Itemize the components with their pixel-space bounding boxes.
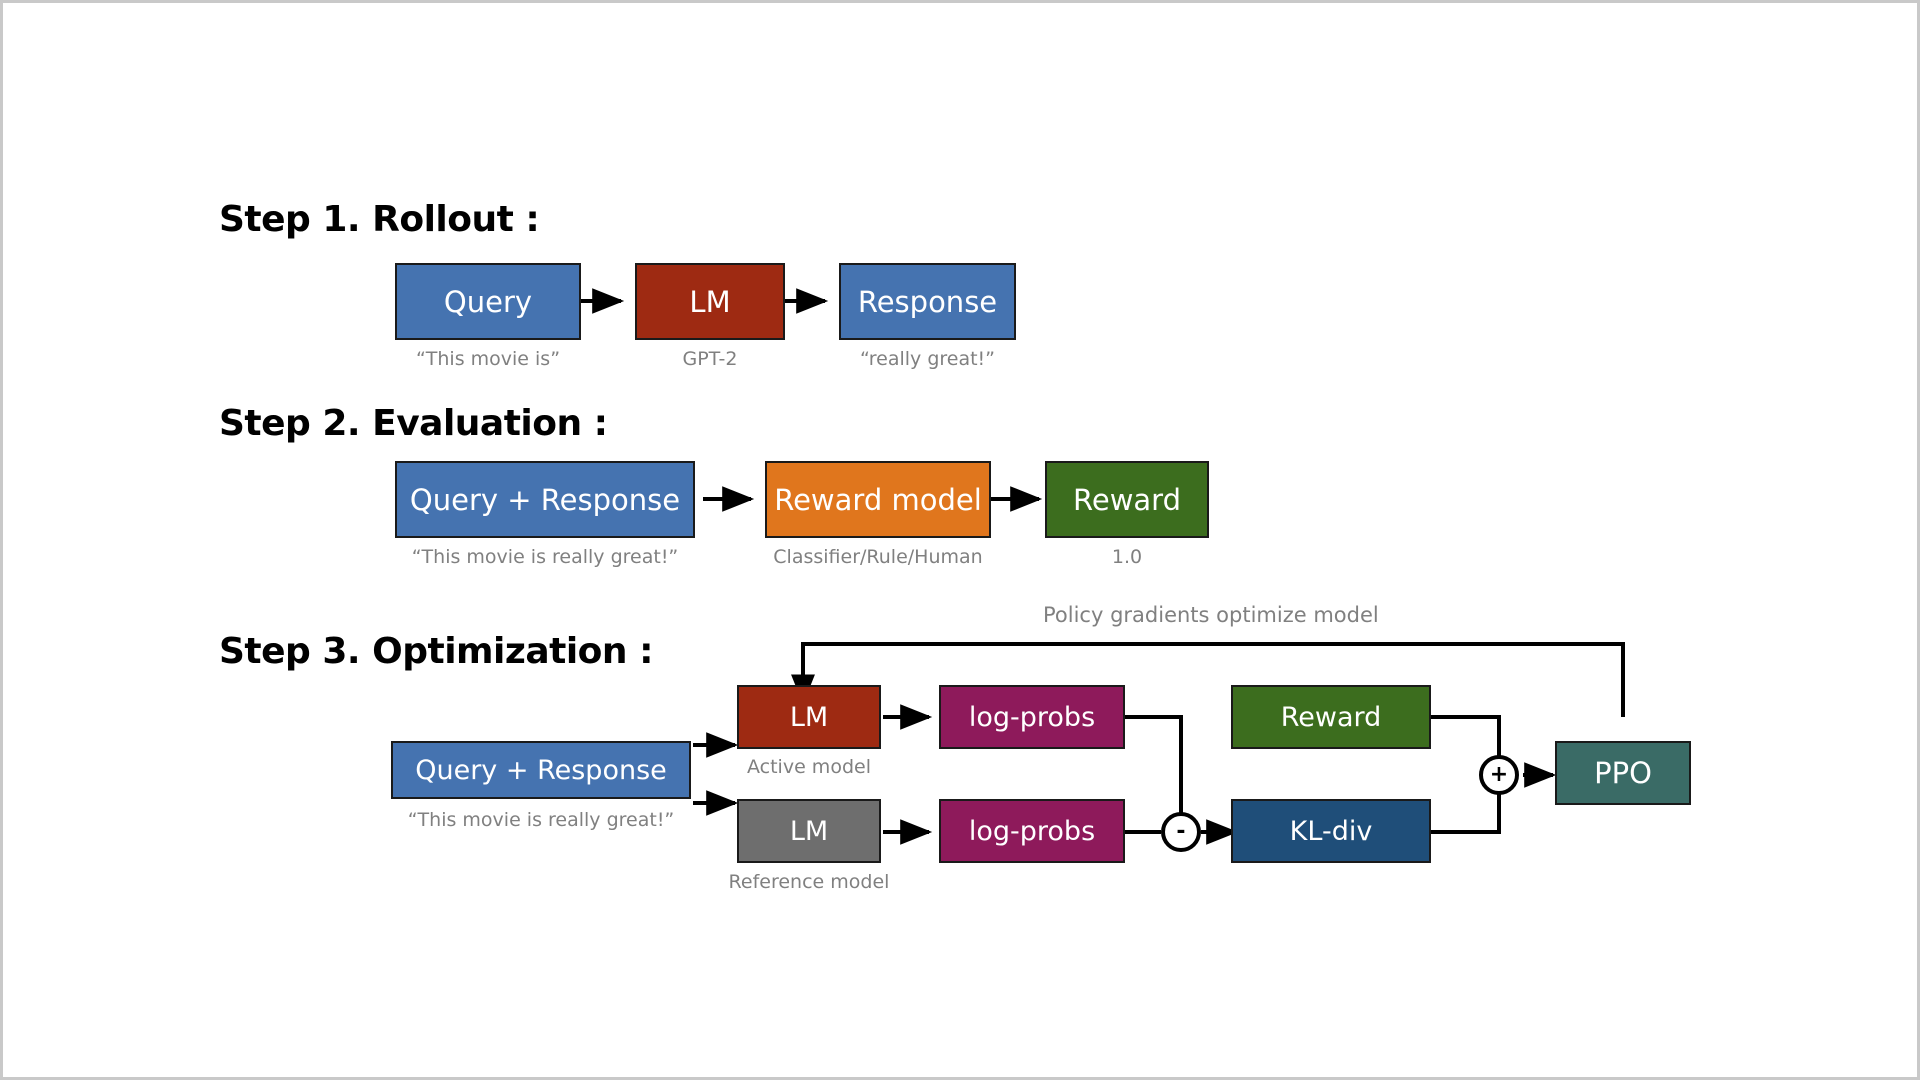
operator-subtract-circle: - <box>1161 812 1201 852</box>
node-query[interactable]: Query <box>395 263 581 340</box>
step-2-title: Step 2. Evaluation : <box>219 403 608 444</box>
caption-reward-model: Classifier/Rule/Human <box>773 546 983 568</box>
node-reference-lm[interactable]: LM <box>737 799 881 863</box>
caption-query: “This movie is” <box>415 348 561 370</box>
caption-reward-eval: 1.0 <box>1111 546 1143 568</box>
step-1-title: Step 1. Rollout : <box>219 199 540 240</box>
node-kl-div[interactable]: KL-div <box>1231 799 1431 863</box>
node-query-response-eval[interactable]: Query + Response <box>395 461 695 538</box>
node-response[interactable]: Response <box>839 263 1016 340</box>
connector-layer <box>581 288 1625 845</box>
wire-ppo-feedback-loop <box>791 642 1625 717</box>
policy-gradient-loop-label: Policy gradients optimize model <box>1043 603 1379 627</box>
step-3-title: Step 3. Optimization : <box>219 631 653 672</box>
node-query-response-opt[interactable]: Query + Response <box>391 741 691 799</box>
caption-response: “really great!” <box>859 348 996 370</box>
diagram-canvas: Step 1. Rollout : Query “This movie is” … <box>3 3 1920 1083</box>
node-reward-eval[interactable]: Reward <box>1045 461 1209 538</box>
caption-lm-gpt2: GPT-2 <box>682 348 738 370</box>
caption-query-response-opt: “This movie is really great!” <box>407 809 675 831</box>
node-reward-opt[interactable]: Reward <box>1231 685 1431 749</box>
node-logprobs-reference[interactable]: log-probs <box>939 799 1125 863</box>
node-active-lm[interactable]: LM <box>737 685 881 749</box>
node-reward-model[interactable]: Reward model <box>765 461 991 538</box>
node-lm-gpt2[interactable]: LM <box>635 263 785 340</box>
node-logprobs-active[interactable]: log-probs <box>939 685 1125 749</box>
node-ppo[interactable]: PPO <box>1555 741 1691 805</box>
caption-active-lm: Active model <box>747 756 871 778</box>
caption-reference-lm: Reference model <box>728 871 890 893</box>
caption-query-response-eval: “This movie is really great!” <box>411 546 679 568</box>
operator-add-circle: + <box>1479 755 1519 795</box>
